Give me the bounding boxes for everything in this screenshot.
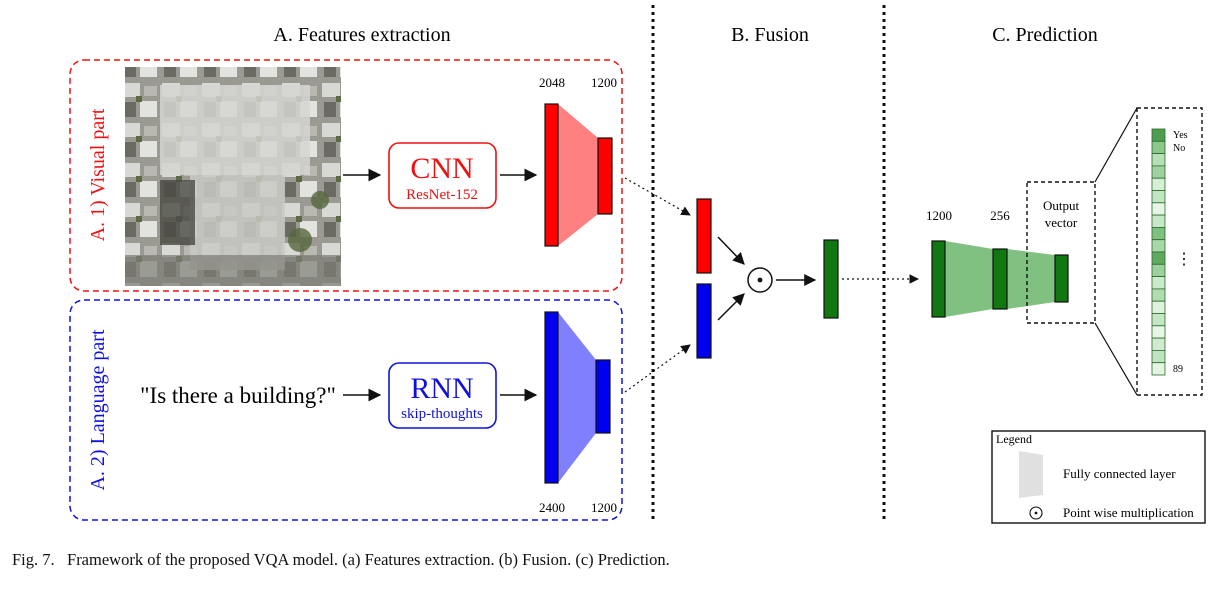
visual-to-fusion-link — [624, 177, 691, 216]
caption-text: Framework of the proposed VQA model. (a)… — [67, 550, 670, 569]
rnn-label: RNN — [410, 372, 473, 405]
fused-visual-vector — [696, 198, 712, 274]
output-vector-cell — [1151, 165, 1166, 179]
visual-part-label: A. 1) Visual part — [87, 108, 109, 241]
legend-fc-icon — [1019, 451, 1043, 498]
visual-dim-out: 1200 — [591, 75, 617, 90]
output-vector-cell — [1151, 349, 1166, 364]
section-title-prediction: C. Prediction — [992, 24, 1098, 46]
language-dim-in: 2400 — [539, 500, 565, 515]
fused-language-vector — [696, 283, 712, 359]
language-part-label: A. 2) Language part — [87, 329, 109, 490]
vqa-framework-diagram: A. Features extraction B. Fusion C. Pred… — [69, 5, 1206, 524]
output-label-line-1: Output — [1043, 198, 1080, 213]
aerial-image — [125, 67, 341, 286]
language-fc-layer — [544, 311, 611, 484]
output-vector-zoom-box — [1136, 107, 1203, 396]
visual-dim-in: 2048 — [539, 75, 565, 90]
zoom-line-top — [1094, 107, 1138, 183]
language-part-box — [69, 299, 623, 521]
caption-figure-number: Fig. 7. — [12, 550, 55, 569]
visual-part-box — [69, 59, 623, 292]
language-dim-out: 1200 — [591, 500, 617, 515]
rnn-model-label: skip-thoughts — [401, 406, 483, 422]
section-title-features: A. Features extraction — [273, 24, 450, 46]
output-vector-cell — [1151, 140, 1166, 155]
output-class-ellipsis: ⋮ — [1176, 251, 1192, 268]
output-vector-cell — [1151, 128, 1166, 142]
language-to-product-arrow — [717, 293, 745, 321]
visual-fc-layer — [544, 103, 613, 247]
output-vector-cell — [1151, 202, 1166, 216]
prediction-dim-1: 1200 — [926, 208, 952, 223]
output-label-line-2: vector — [1045, 215, 1078, 230]
legend-pointwise-icon — [1029, 506, 1043, 520]
output-vector-cell — [1151, 177, 1166, 191]
output-vector-cell — [1151, 190, 1166, 204]
legend-pw-label: Point wise multiplication — [1063, 505, 1194, 520]
output-vector-cell — [1151, 325, 1166, 339]
output-vector-cell — [1151, 300, 1166, 314]
output-vector-cell — [1151, 214, 1166, 228]
cnn-label: CNN — [410, 152, 473, 185]
language-to-fusion-link — [624, 344, 691, 393]
output-class-last: 89 — [1173, 364, 1183, 375]
output-class-no: No — [1173, 143, 1185, 154]
output-vector-cell — [1151, 263, 1166, 277]
output-class-yes: Yes — [1173, 130, 1188, 141]
cnn-block — [388, 142, 497, 209]
question-text: "Is there a building?" — [140, 383, 336, 408]
output-vector-cell — [1151, 251, 1166, 265]
output-vector-cell — [1151, 313, 1166, 327]
visual-to-product-arrow — [717, 236, 745, 265]
prediction-dim-2: 256 — [990, 208, 1010, 223]
legend-title: Legend — [996, 432, 1032, 446]
prediction-fc-layers — [931, 240, 1069, 318]
output-vector-cells — [1151, 128, 1166, 376]
output-vector-cell — [1151, 239, 1166, 253]
pointwise-product-icon — [747, 267, 773, 293]
figure-caption: Fig. 7. Framework of the proposed VQA mo… — [12, 550, 670, 570]
rnn-block — [388, 362, 497, 429]
output-vector-cell — [1151, 276, 1166, 290]
output-vector-cell — [1151, 288, 1166, 302]
output-vector-cell — [1151, 362, 1166, 376]
fused-vector — [823, 239, 839, 319]
legend-fc-label: Fully connected layer — [1063, 466, 1176, 481]
output-vector-cell — [1151, 153, 1166, 167]
output-vector-cell — [1151, 337, 1166, 351]
output-vector-cell — [1151, 226, 1166, 241]
zoom-line-bottom — [1094, 322, 1138, 396]
cnn-model-label: ResNet-152 — [406, 187, 478, 203]
section-title-fusion: B. Fusion — [731, 24, 809, 46]
